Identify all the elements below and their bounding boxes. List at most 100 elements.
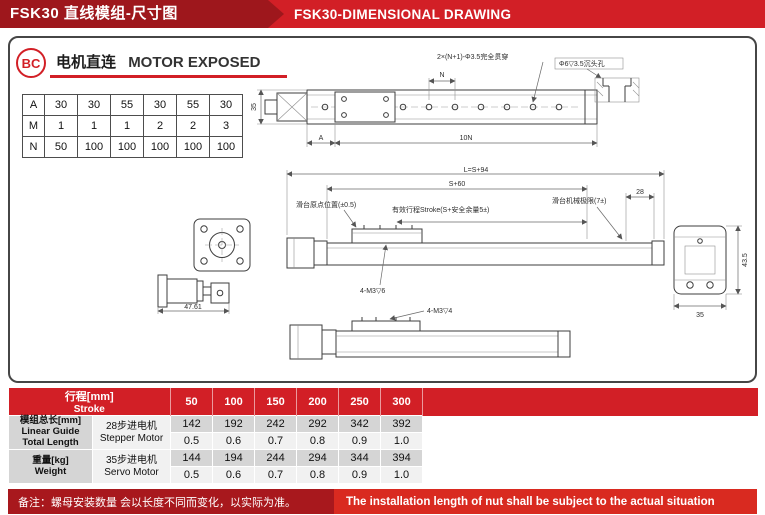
spec-cell: 294 xyxy=(296,449,340,467)
dim-label-total: L=S+94 xyxy=(464,167,489,174)
end-view-drawing: 43.5 35 xyxy=(673,225,749,319)
dim-label-435: 43.5 xyxy=(742,253,749,267)
spec-header-stroke: 行程[mm] Stroke xyxy=(8,388,172,416)
spec-cell: 0.5 xyxy=(170,466,214,484)
param-cell: 30 xyxy=(209,94,243,116)
param-cell: 3 xyxy=(209,115,243,137)
note-holes-side: 4-M3▽6 xyxy=(360,288,385,295)
spec-header-250: 250 xyxy=(338,388,382,416)
label-motor-servo: 35步进电机 Servo Motor xyxy=(91,449,172,484)
dim-label-4761: 47.61 xyxy=(184,304,202,311)
param-cell: 1 xyxy=(44,115,78,137)
param-label: M xyxy=(22,115,45,137)
bottom-view-drawing: 4-M3▽4 xyxy=(289,308,571,360)
end-profile xyxy=(673,225,727,295)
section-title-zh: 电机直连 xyxy=(56,54,117,71)
spec-header-50: 50 xyxy=(170,388,214,416)
param-row-n: N 50 100 100 100 100 100 xyxy=(22,136,243,158)
spec-cell: 0.9 xyxy=(338,466,382,484)
param-cell: 1 xyxy=(77,115,111,137)
dim-n: N xyxy=(428,72,456,100)
param-cell: 55 xyxy=(110,94,144,116)
dim-435: 43.5 xyxy=(726,225,749,295)
dim-35-bottom: 35 xyxy=(673,294,727,319)
param-cell: 30 xyxy=(77,94,111,116)
dim-bottom: A 10N xyxy=(306,122,598,147)
carriage-bottom xyxy=(351,317,421,332)
spec-cell: 392 xyxy=(380,415,424,433)
top-view-drawing: N 35 A 10N 2×(N+1)-Φ3.5完全贯穿 xyxy=(251,52,640,147)
note-origin: 滑台原点位置(±0.5) xyxy=(296,200,356,209)
section-title-en: MOTOR EXPOSED xyxy=(128,54,261,71)
annotation-origin: 滑台原点位置(±0.5) xyxy=(296,200,357,228)
drawing-board: BC 电机直连 MOTOR EXPOSED A 30 30 55 30 55 3… xyxy=(8,36,757,383)
rail-side-outline xyxy=(286,237,665,269)
spec-cell: 1.0 xyxy=(380,432,424,450)
header-title-en: FSK30-DIMENSIONAL DRAWING xyxy=(294,6,512,22)
spec-header-150: 150 xyxy=(254,388,298,416)
param-cell: 100 xyxy=(176,136,210,158)
spec-cell: 0.6 xyxy=(212,432,256,450)
param-cell: 100 xyxy=(209,136,243,158)
spec-cell: 1.0 xyxy=(380,466,424,484)
counterbore-detail xyxy=(594,77,640,103)
parameter-table: A 30 30 55 30 55 30 M 1 1 1 2 2 3 xyxy=(22,94,243,158)
callout-through-holes: 2×(N+1)-Φ3.5完全贯穿 xyxy=(437,52,508,61)
footer-note-zh: 备注：螺母安装数量 会以长度不同而变化，以实际为准。 xyxy=(8,489,334,514)
hole-callouts: 2×(N+1)-Φ3.5完全贯穿 Φ6▽3.5沉头孔 xyxy=(437,52,624,103)
annotation-carriage-holes: 4-M3▽6 xyxy=(360,244,389,295)
carriage-top xyxy=(334,91,396,123)
spec-table-section: 行程[mm] Stroke 50 100 150 200 250 300 模组总… xyxy=(8,388,758,484)
rail-bottom-outline xyxy=(289,324,571,360)
spec-row-motor2-length: 重量[kg] Weight 35步进电机 Servo Motor 144 194… xyxy=(8,449,758,484)
header-title-zh: FSK30 直线模组-尺寸图 xyxy=(0,0,284,28)
dim-28: 28 xyxy=(625,189,655,241)
dim-label-35-end: 35 xyxy=(696,312,704,319)
side-view-drawing: L=S+94 S+60 滑台原点位置(±0.5) 有效行程Stroke(S+安全… xyxy=(286,167,665,295)
spec-header-filler xyxy=(422,388,758,416)
spec-cell: 242 xyxy=(254,415,298,433)
spec-cell: 292 xyxy=(296,415,340,433)
spec-row-motor1-weight: 0.5 0.6 0.7 0.8 0.9 1.0 xyxy=(9,432,758,450)
spec-cell: 0.6 xyxy=(212,466,256,484)
note-holes-bottom: 4-M3▽4 xyxy=(427,308,452,315)
spec-cell: 394 xyxy=(380,449,424,467)
spec-filler-cell xyxy=(422,415,758,484)
param-cell: 50 xyxy=(44,136,78,158)
param-cell: 2 xyxy=(176,115,210,137)
spec-header-row: 行程[mm] Stroke 50 100 150 200 250 300 xyxy=(8,388,758,416)
stroke-label-zh: 行程[mm] xyxy=(64,391,114,403)
param-cell: 30 xyxy=(44,94,78,116)
motor-bracket-side xyxy=(157,274,230,308)
spec-cell: 194 xyxy=(212,449,256,467)
label-weight: 重量[kg] Weight xyxy=(8,449,93,484)
spec-table: 行程[mm] Stroke 50 100 150 200 250 300 模组总… xyxy=(8,388,758,484)
param-cell: 100 xyxy=(77,136,111,158)
param-cell: 100 xyxy=(110,136,144,158)
param-row-m: M 1 1 1 2 2 3 xyxy=(22,115,243,137)
param-cell: 100 xyxy=(143,136,177,158)
param-row-a: A 30 30 55 30 55 30 xyxy=(22,94,243,116)
spec-cell: 342 xyxy=(338,415,382,433)
stroke-label-en: Stroke xyxy=(73,404,105,415)
annotation-bottom-holes: 4-M3▽4 xyxy=(389,308,452,321)
spec-cell: 344 xyxy=(338,449,382,467)
page-header: FSK30 直线模组-尺寸图 FSK30-DIMENSIONAL DRAWING xyxy=(0,0,765,28)
label-motor-stepper: 28步进电机 Stepper Motor xyxy=(91,415,172,450)
motor-face-drawing: 47.61 xyxy=(157,218,251,314)
footer-note-en: The installation length of nut shall be … xyxy=(334,489,757,514)
annotation-limit: 滑台机械极限(7±) xyxy=(552,196,623,240)
dim-total-length: L=S+94 xyxy=(286,167,665,239)
section-underline xyxy=(50,75,287,78)
carriage-side xyxy=(351,225,423,244)
spec-cell: 0.8 xyxy=(296,432,340,450)
spec-cell: 192 xyxy=(212,415,256,433)
param-cell: 30 xyxy=(143,94,177,116)
param-cell: 55 xyxy=(176,94,210,116)
spec-row-motor1-length: 模组总长[mm] Linear Guide Total Length 28步进电… xyxy=(8,415,758,484)
dim-label-a: A xyxy=(319,135,324,142)
spec-cell: 144 xyxy=(170,449,214,467)
param-label: N xyxy=(22,136,45,158)
spec-cell: 0.7 xyxy=(254,466,298,484)
